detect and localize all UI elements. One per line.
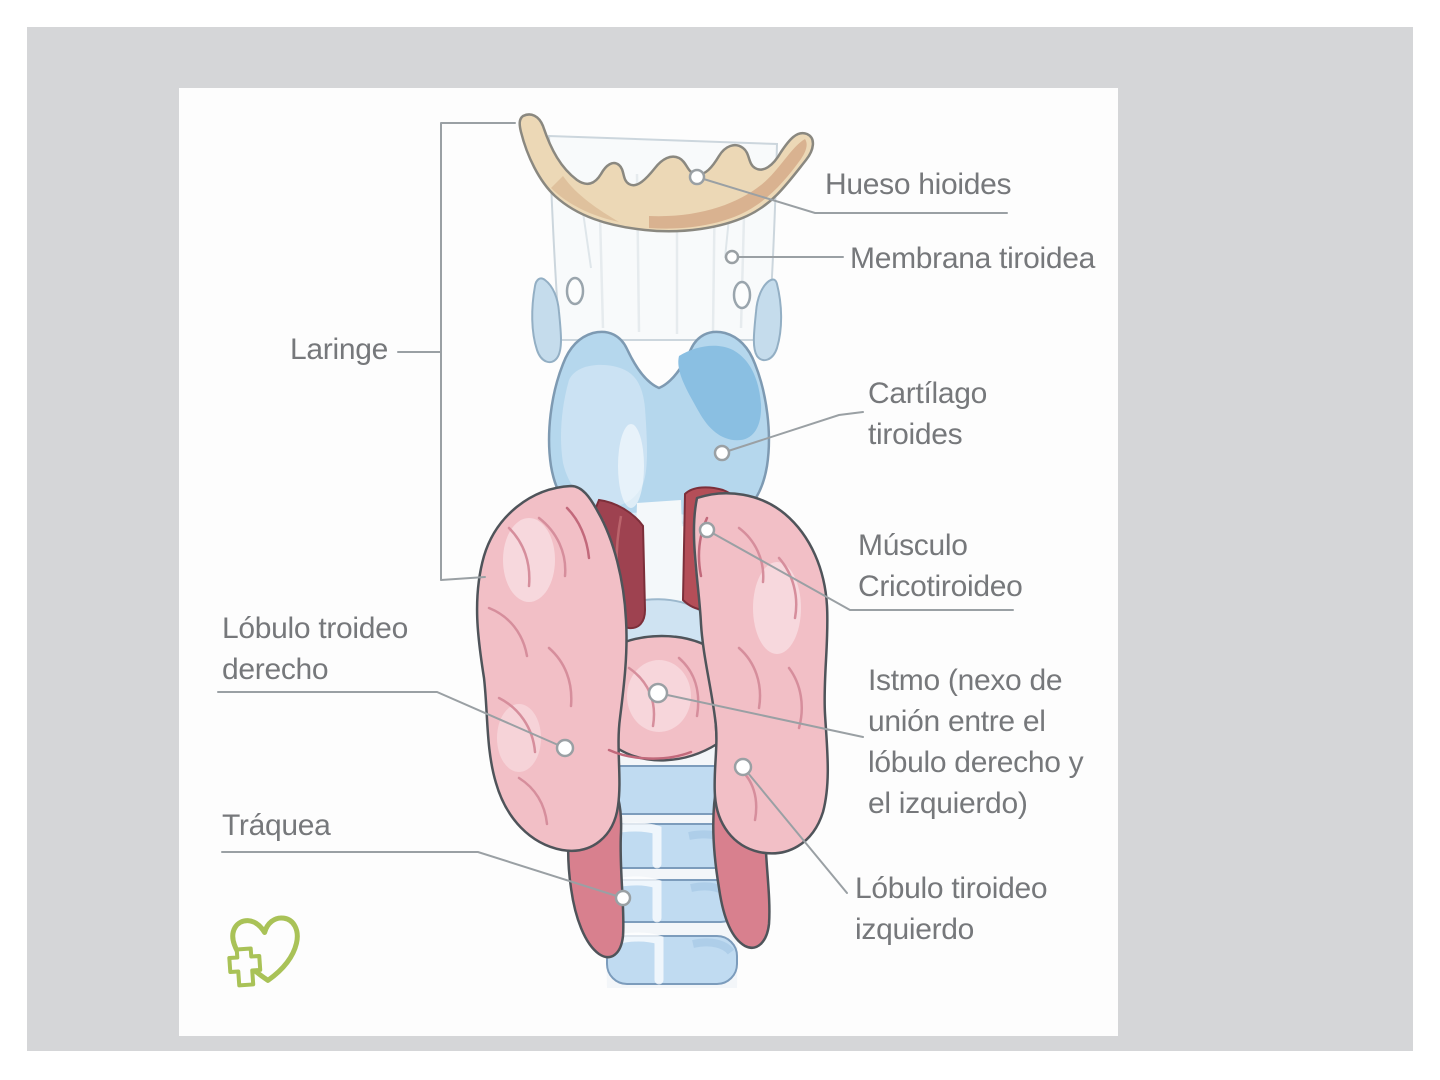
leader-cartilago	[721, 411, 864, 454]
leader-lobulo-derecho	[217, 691, 566, 749]
leader-traquea	[221, 851, 624, 899]
label-laringe: Laringe	[290, 333, 388, 366]
label-hueso-hioides: Hueso hioides	[825, 168, 1012, 201]
label-lobulo-troideo-derecho: Lóbulo troideo derecho	[222, 612, 408, 686]
leader-istmo	[657, 692, 864, 738]
callout-dot	[698, 521, 716, 539]
superior-horn-shapes	[531, 277, 783, 364]
callout-dot	[647, 682, 669, 704]
label-cartilago-tiroides: Cartílago tiroides	[868, 377, 988, 451]
callout-dot	[555, 738, 575, 758]
slide-background: Hueso hioides Membrana tiroidea Laringe …	[27, 27, 1413, 1051]
label-musculo-cricotiroideo: Músculo Cricotiroideo	[858, 529, 1023, 603]
callout-dot	[733, 757, 753, 777]
label-membrana-tiroidea: Membrana tiroidea	[850, 242, 1096, 275]
leader-hueso-hioides	[696, 176, 1008, 214]
leader-lines	[217, 122, 1014, 899]
anatomy-illustration	[217, 113, 1014, 988]
callout-dot	[688, 168, 706, 186]
anatomy-diagram-panel: Hueso hioides Membrana tiroidea Laringe …	[179, 88, 1118, 1036]
leader-laringe-bracket	[397, 122, 516, 581]
leader-lobulo-izquierdo	[742, 766, 848, 894]
callout-dot	[614, 889, 632, 907]
callout-dots	[555, 168, 753, 907]
callout-dot	[724, 249, 740, 265]
label-traquea: Tráquea	[222, 809, 331, 842]
heart-cross-logo-icon	[227, 915, 300, 988]
label-istmo: Istmo (nexo de unión entre el lóbulo der…	[868, 664, 1084, 820]
hyoid-bone-shape	[518, 113, 815, 233]
label-lobulo-tiroideo-izquierdo: Lóbulo tiroideo izquierdo	[855, 872, 1048, 946]
callout-dot	[713, 444, 731, 462]
leader-musculo	[706, 529, 1014, 611]
